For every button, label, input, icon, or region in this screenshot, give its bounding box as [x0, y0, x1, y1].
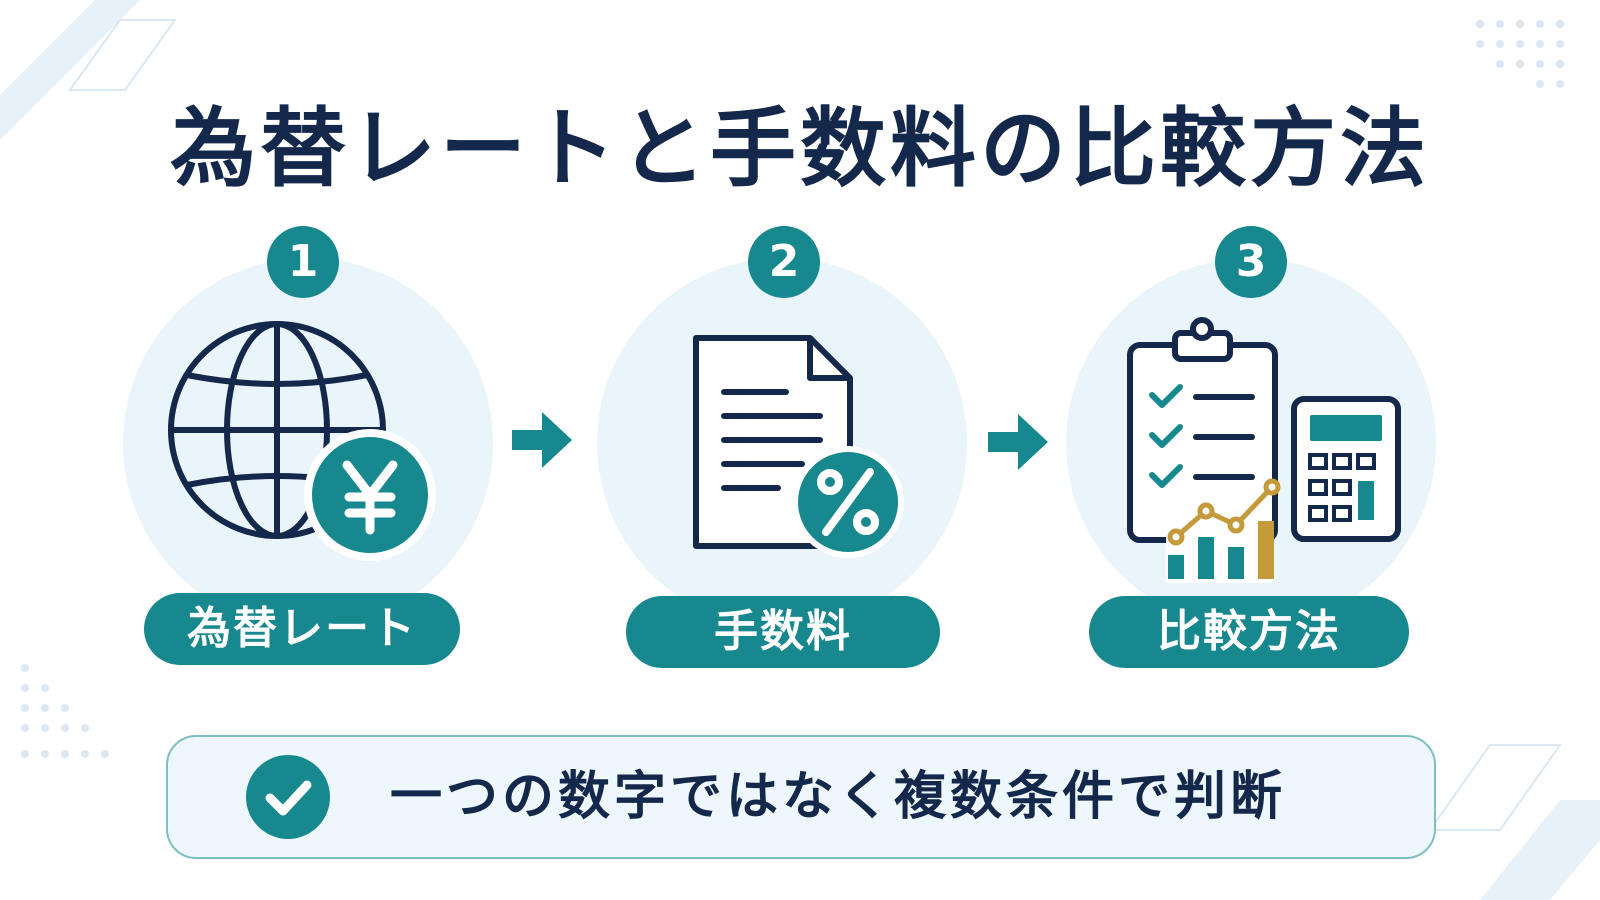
- step-3-label: 比較方法: [1089, 596, 1409, 668]
- decorative-dots-left: [21, 664, 109, 758]
- decorative-stripes-top-left: [0, 0, 177, 140]
- step-2-number: 2: [748, 226, 820, 298]
- step-2-label: 手数料: [626, 596, 940, 668]
- globe-yen-icon: [168, 321, 436, 561]
- decorative-dots-top-right: [1476, 20, 1564, 88]
- clipboard-calculator-chart-icon: [1127, 317, 1401, 583]
- document-percent-icon: [693, 335, 904, 558]
- arrow-right-icon: [512, 412, 572, 468]
- step-1-label: 為替レート: [144, 593, 460, 665]
- decorative-stripes-bottom-right: [1428, 744, 1600, 900]
- step-3-number: 3: [1215, 226, 1287, 298]
- page-title: 為替レートと手数料の比較方法: [170, 99, 1430, 199]
- summary-text: 一つの数字ではなく複数条件で判断: [390, 767, 1287, 827]
- step-1-number: 1: [267, 226, 339, 298]
- arrow-right-icon: [988, 414, 1048, 470]
- summary-box: 一つの数字ではなく複数条件で判断: [166, 735, 1436, 859]
- step-1-background: [123, 258, 493, 628]
- check-icon: [246, 755, 330, 839]
